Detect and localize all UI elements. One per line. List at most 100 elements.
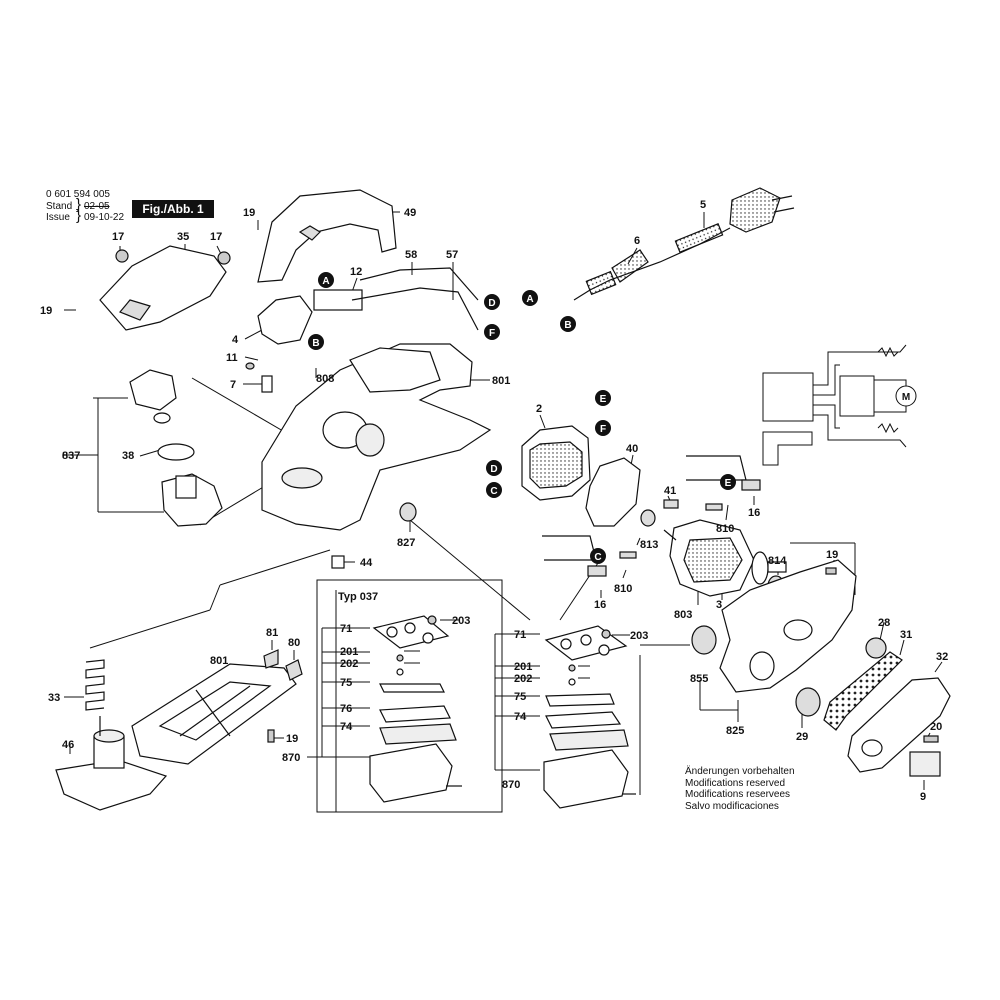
part-label: 19 — [826, 549, 838, 561]
connector-letter: E — [725, 478, 732, 489]
part-label: 810 — [716, 523, 734, 535]
part-label: 74 — [514, 711, 527, 723]
part-label: 855 — [690, 673, 708, 685]
part-label: 801 — [492, 375, 510, 387]
part-label: 40 — [626, 443, 638, 455]
connector-letter: C — [594, 552, 601, 563]
connector-a-marker — [318, 272, 334, 288]
part-label: 31 — [900, 629, 912, 641]
plug — [729, 187, 781, 233]
connector-letter: F — [489, 328, 495, 339]
part-label: 7 — [230, 379, 236, 391]
part-label: 81 — [266, 627, 278, 639]
part-label: 814 — [768, 555, 787, 567]
connector-c-marker — [590, 548, 606, 564]
connector-letter: D — [490, 464, 497, 475]
connector-b-marker — [308, 334, 324, 350]
drive-belt — [823, 651, 903, 731]
brace-icon: } — [76, 196, 82, 213]
part-label: 49 — [404, 207, 416, 219]
blade-drum — [369, 743, 453, 803]
connector-letter: B — [312, 338, 319, 349]
modification-notes: Änderungen vorbehalten Modifications res… — [685, 766, 795, 812]
stand-label: Stand — [46, 201, 73, 212]
part-label: 46 — [62, 739, 74, 751]
part-label: 870 — [282, 752, 300, 764]
figure-label: Fig./Abb. 1 — [132, 200, 214, 218]
connector-markers: A B D F A B E F D C E C — [308, 272, 736, 564]
part-label: 201 — [514, 661, 532, 673]
part-label: 837 — [62, 450, 80, 462]
part-number-labels: 19 49 17 35 17 19 58 57 12 4 11 7 808 80… — [40, 199, 948, 803]
part-label: 75 — [340, 677, 352, 689]
connector-letter: A — [322, 276, 329, 287]
connector-c-marker — [486, 482, 502, 498]
brace-icon: } — [76, 207, 82, 224]
note-line: Modifications reserved — [685, 777, 786, 789]
part-label: 19 — [286, 733, 298, 745]
stand-value: 02-05 — [84, 201, 110, 212]
spring — [85, 659, 105, 711]
connector-b-marker — [560, 316, 576, 332]
issue-label: Issue — [46, 212, 70, 223]
part-label: 202 — [340, 658, 358, 670]
part-label: 38 — [122, 450, 134, 462]
wiring-schematic: M — [762, 344, 917, 466]
part-label: 2 — [536, 403, 542, 415]
connector-letter: D — [488, 298, 495, 309]
part-label: 19 — [243, 207, 255, 219]
part-label: 813 — [640, 539, 658, 551]
part-label: 16 — [594, 599, 606, 611]
part-label: 3 — [716, 599, 722, 611]
blade-drum — [543, 749, 629, 809]
connector-f-marker — [484, 324, 500, 340]
part-label: 827 — [397, 537, 415, 549]
connector-e-marker — [595, 390, 611, 406]
issue-value: 09-10-22 — [84, 212, 125, 223]
part-label: 35 — [177, 231, 189, 243]
part-label: 203 — [630, 630, 648, 642]
part-label: 74 — [340, 721, 353, 733]
note-line: Änderungen vorbehalten — [685, 766, 795, 777]
connector-a-marker — [522, 290, 538, 306]
part-label: 29 — [796, 731, 808, 743]
part-label: 33 — [48, 692, 60, 704]
type-label: Typ 037 — [338, 591, 378, 603]
part-label: 801 — [210, 655, 228, 667]
connector-d-marker — [484, 294, 500, 310]
part-label: 19 — [40, 305, 52, 317]
part-label: 825 — [726, 725, 744, 737]
part-label: 12 — [350, 266, 362, 278]
connector-letter: A — [526, 294, 533, 305]
part-label: 808 — [316, 373, 334, 385]
connector-f-marker — [595, 420, 611, 436]
switch — [257, 295, 313, 345]
part-label: 44 — [360, 557, 373, 569]
part-label: 32 — [936, 651, 948, 663]
part-label: 810 — [614, 583, 632, 595]
note-line: Salvo modificaciones — [685, 800, 779, 812]
connector-d-marker — [486, 460, 502, 476]
connector-letter: B — [564, 320, 571, 331]
parts-artwork — [55, 187, 951, 811]
part-label: 41 — [664, 485, 676, 497]
part-label: 201 — [340, 646, 358, 658]
part-label: 17 — [112, 231, 124, 243]
part-label: 202 — [514, 673, 532, 685]
part-label: 76 — [340, 703, 352, 715]
fan-guide — [585, 457, 641, 527]
part-label: 803 — [674, 609, 692, 621]
part-label: 57 — [446, 249, 458, 261]
typ-037-box — [316, 579, 503, 813]
part-label: 80 — [288, 637, 300, 649]
part-label: 75 — [514, 691, 526, 703]
part-label: 9 — [920, 791, 926, 803]
part-label: 58 — [405, 249, 417, 261]
depth-knob — [129, 369, 177, 411]
part-label: 5 — [700, 199, 706, 211]
connector-e-marker — [720, 474, 736, 490]
handle-cover — [257, 189, 397, 283]
part-label: 20 — [930, 721, 942, 733]
connector-letter: C — [490, 486, 497, 497]
